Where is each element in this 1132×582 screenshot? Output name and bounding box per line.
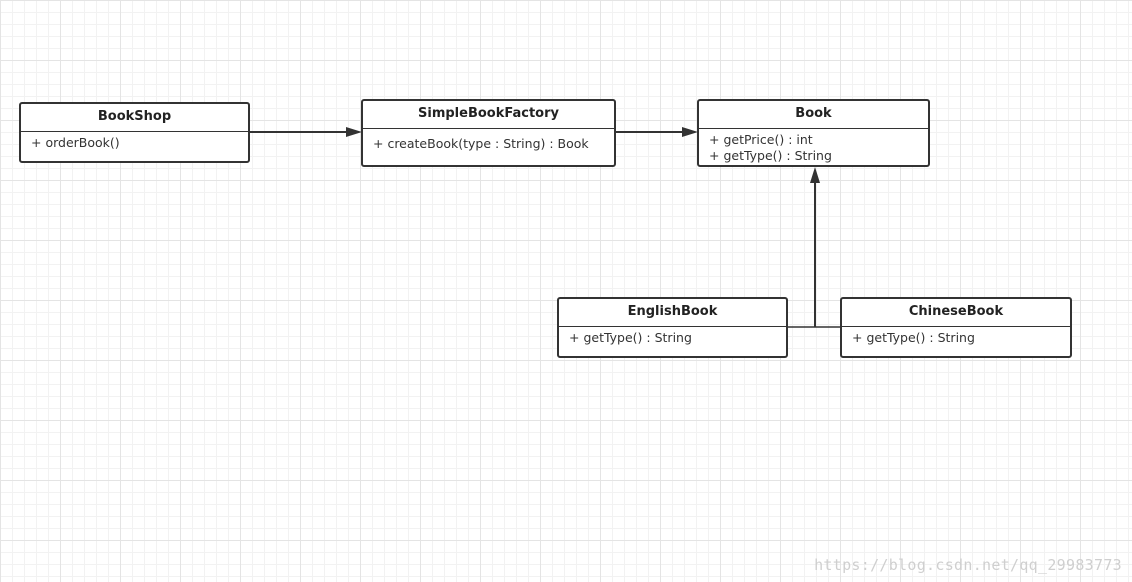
- method-gettype: + getType() : String: [852, 330, 975, 345]
- class-bookshop[interactable]: BookShop + orderBook(): [19, 102, 250, 163]
- class-englishbook-methods: + getType() : String: [559, 327, 786, 346]
- arrowhead-icon: [682, 127, 698, 137]
- class-simplebookfactory-name: SimpleBookFactory: [363, 101, 614, 129]
- watermark: https://blog.csdn.net/qq_29983773: [814, 556, 1122, 574]
- method-gettype: + getType() : String: [569, 330, 692, 345]
- class-book-methods: + getPrice() : int + getType() : String: [699, 129, 928, 164]
- class-englishbook-name: EnglishBook: [559, 299, 786, 327]
- method-createbook: + createBook(type : String) : Book: [373, 136, 589, 151]
- class-bookshop-name: BookShop: [21, 104, 248, 132]
- method-gettype: + getType() : String: [709, 148, 832, 163]
- class-book-name: Book: [699, 101, 928, 129]
- class-englishbook[interactable]: EnglishBook + getType() : String: [557, 297, 788, 358]
- class-simplebookfactory[interactable]: SimpleBookFactory + createBook(type : St…: [361, 99, 616, 167]
- class-bookshop-methods: + orderBook(): [21, 132, 248, 151]
- method-orderbook: + orderBook(): [31, 135, 120, 150]
- class-chinesebook[interactable]: ChineseBook + getType() : String: [840, 297, 1072, 358]
- method-getprice: + getPrice() : int: [709, 132, 813, 147]
- arrowhead-icon: [810, 167, 820, 183]
- class-chinesebook-name: ChineseBook: [842, 299, 1070, 327]
- class-book[interactable]: Book + getPrice() : int + getType() : St…: [697, 99, 930, 167]
- class-chinesebook-methods: + getType() : String: [842, 327, 1070, 346]
- class-simplebookfactory-methods: + createBook(type : String) : Book: [363, 129, 614, 152]
- arrowhead-icon: [346, 127, 362, 137]
